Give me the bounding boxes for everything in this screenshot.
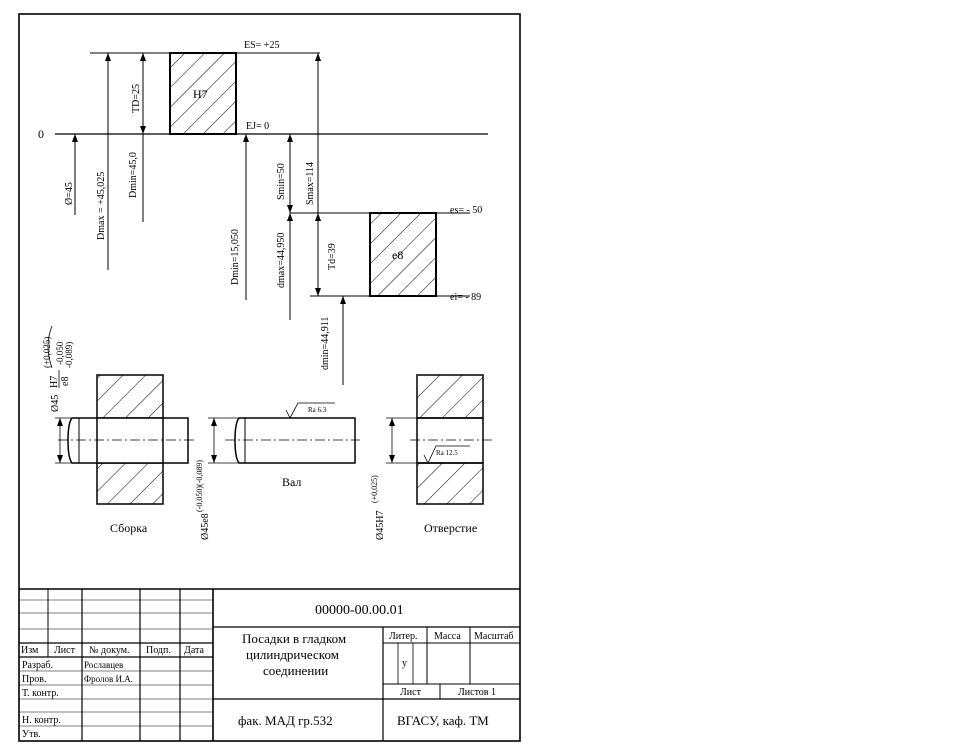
shaft-view (208, 402, 360, 464)
doc-number: 00000-00.00.01 (315, 603, 404, 618)
es-shaft-label: es= - 50 (450, 205, 482, 216)
assembly-nominal: Ø45 (50, 395, 61, 412)
shaft-tolerance-field (369, 212, 437, 297)
hole-tol: (+0,025) (370, 475, 379, 503)
es-upper-label: ES= +25 (244, 40, 279, 51)
role-0: Разраб. (22, 660, 53, 671)
name-0: Рославцев (84, 660, 123, 670)
dmax-shaft-label: dmax=44,950 (276, 233, 287, 288)
header-sign: Подп. (146, 645, 171, 656)
sheet-frame (18, 13, 521, 742)
mass-header: Масса (434, 631, 461, 642)
name-1: Фролов И.А. (84, 674, 133, 684)
hole-dim: Ø45H7 (375, 511, 386, 540)
shaft-tol: (-0,050)(-0,089) (195, 460, 204, 512)
ej-lower-label: EJ= 0 (246, 121, 269, 132)
dmax-val-label: Dmax = +45,025 (96, 172, 107, 240)
dmin-shaft-label: dmin=44,911 (320, 317, 331, 370)
role-1: Пров. (22, 674, 46, 685)
header-doc: № докум. (89, 645, 130, 656)
smin-label: Smin=50 (276, 163, 287, 200)
hole-labels: Ra 12.5 Ø45H7 (+0,025) Отверстие (370, 449, 477, 540)
tolerance-diagram (55, 52, 488, 385)
zero-label: 0 (38, 127, 44, 141)
td-shaft-label: Td=39 (327, 243, 338, 270)
title-line-1: Посадки в гладком (242, 631, 346, 646)
group-label: фак. МАД гр.532 (238, 713, 333, 728)
assembly-view-label: Сборка (110, 521, 148, 535)
title-block (19, 588, 520, 741)
assembly-tol-shaft-lower: -0,089) (64, 342, 74, 368)
assembly-fit-labels: Ø45 H7 e8 (+0,025) -0,050 -0,089) Сборка (42, 325, 148, 535)
assembly-fit-top: H7 (49, 376, 60, 388)
assembly-tol-hole: (+0,025) (42, 337, 52, 368)
shaft-field-label: e8 (392, 248, 403, 262)
hole-field-label: H7 (193, 87, 208, 101)
header-date: Дата (184, 645, 204, 656)
litera-header: Литер. (389, 631, 417, 642)
assembly-tol-shaft-upper: -0,050 (55, 341, 65, 365)
dmin-val-label: Dmin=45,0 (128, 152, 139, 198)
header-list: Лист (54, 645, 76, 656)
role-5: Утв. (22, 729, 41, 740)
shaft-dim: Ø45e8 (200, 513, 211, 540)
sheets-label: Листов 1 (458, 687, 496, 698)
shaft-view-label: Вал (282, 475, 301, 489)
dmin-hole-label: Dmin=15,050 (230, 229, 241, 285)
org-label: ВГАСУ, каф. ТМ (397, 713, 489, 728)
td-label: TD=25 (131, 84, 142, 113)
smax-label: Smax=114 (305, 162, 316, 205)
nominal-label: Ø=45 (64, 182, 75, 205)
header-izm: Изм (21, 645, 39, 656)
ei-shaft-label: ei= - 89 (450, 292, 481, 303)
shaft-roughness: Ra 6.3 (308, 406, 327, 414)
assembly-view (55, 374, 196, 505)
title-block-text: 00000-00.00.01 Посадки в гладком цилиндр… (21, 603, 514, 740)
scale-header: Масштаб (474, 631, 514, 642)
tolerance-labels: 0 ES= +25 EJ= 0 H7 e8 es= - 50 ei= - 89 … (38, 40, 482, 370)
sheet-label: Лист (400, 687, 422, 698)
shaft-labels: Ra 6.3 Ø45e8 (-0,050)(-0,089) Вал (195, 406, 327, 540)
role-4: Н. контр. (22, 715, 61, 726)
hole-roughness: Ra 12.5 (436, 449, 458, 457)
hole-tolerance-field (169, 52, 237, 135)
assembly-fit-bottom: e8 (60, 377, 71, 386)
hole-view (386, 374, 492, 505)
title-line-2: цилиндрическом (246, 647, 339, 662)
litera-value: у (402, 658, 407, 669)
hole-view-label: Отверстие (424, 521, 477, 535)
title-line-3: соединении (263, 663, 328, 678)
role-2: Т. контр. (22, 688, 59, 699)
